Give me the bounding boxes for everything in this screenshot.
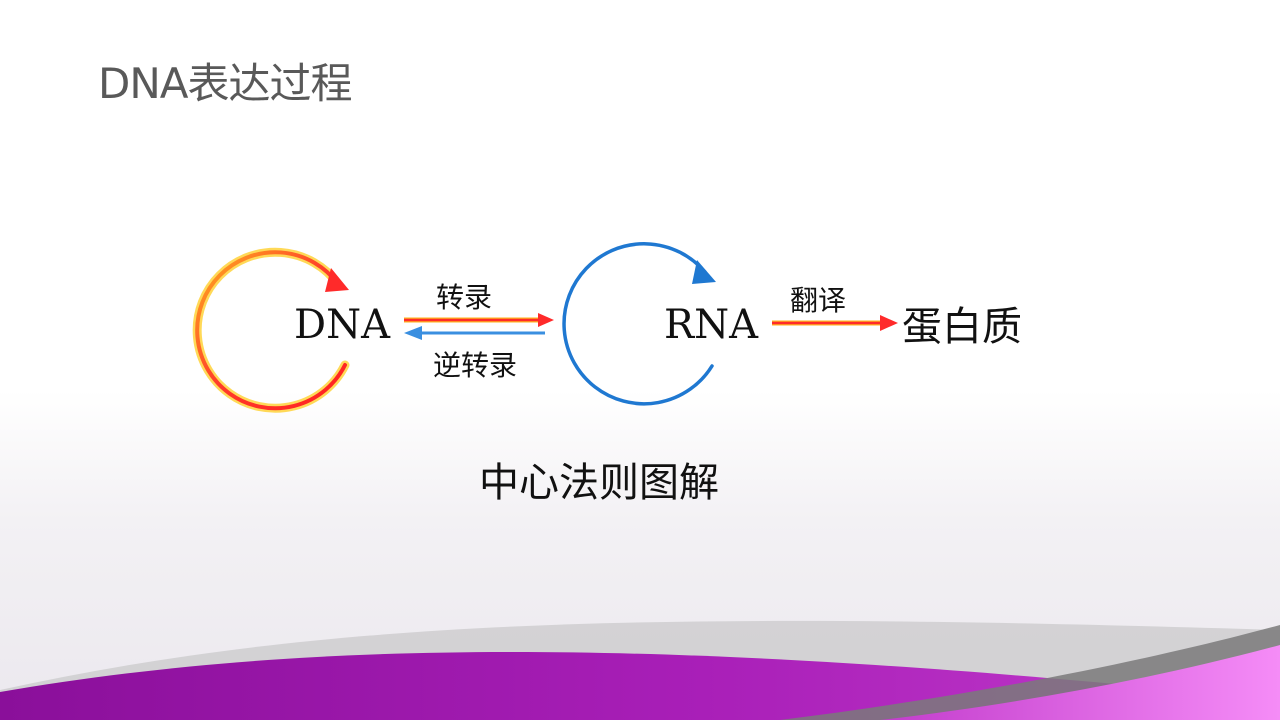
transcription-arrow <box>404 313 554 327</box>
dna-node-label: DNA <box>294 302 391 348</box>
dna-replication-cycle <box>192 247 350 413</box>
diagram-caption: 中心法则图解 <box>479 460 719 506</box>
reverse-transcription-arrow <box>404 326 545 340</box>
translation-arrow <box>772 315 898 331</box>
translation-label: 翻译 <box>790 284 846 317</box>
rna-replication-cycle <box>562 242 716 406</box>
rna-cycle-arrowhead <box>692 260 716 284</box>
slide-title: DNA表达过程 <box>98 59 352 108</box>
transcription-label: 转录 <box>436 281 492 314</box>
reverse-transcription-label: 逆转录 <box>433 349 517 382</box>
footer-decoration <box>0 620 1280 720</box>
protein-node-label: 蛋白质 <box>902 304 1022 350</box>
dna-cycle-arrowhead <box>325 268 349 292</box>
rna-node-label: RNA <box>664 302 759 348</box>
footer-pink-wave <box>880 645 1280 720</box>
